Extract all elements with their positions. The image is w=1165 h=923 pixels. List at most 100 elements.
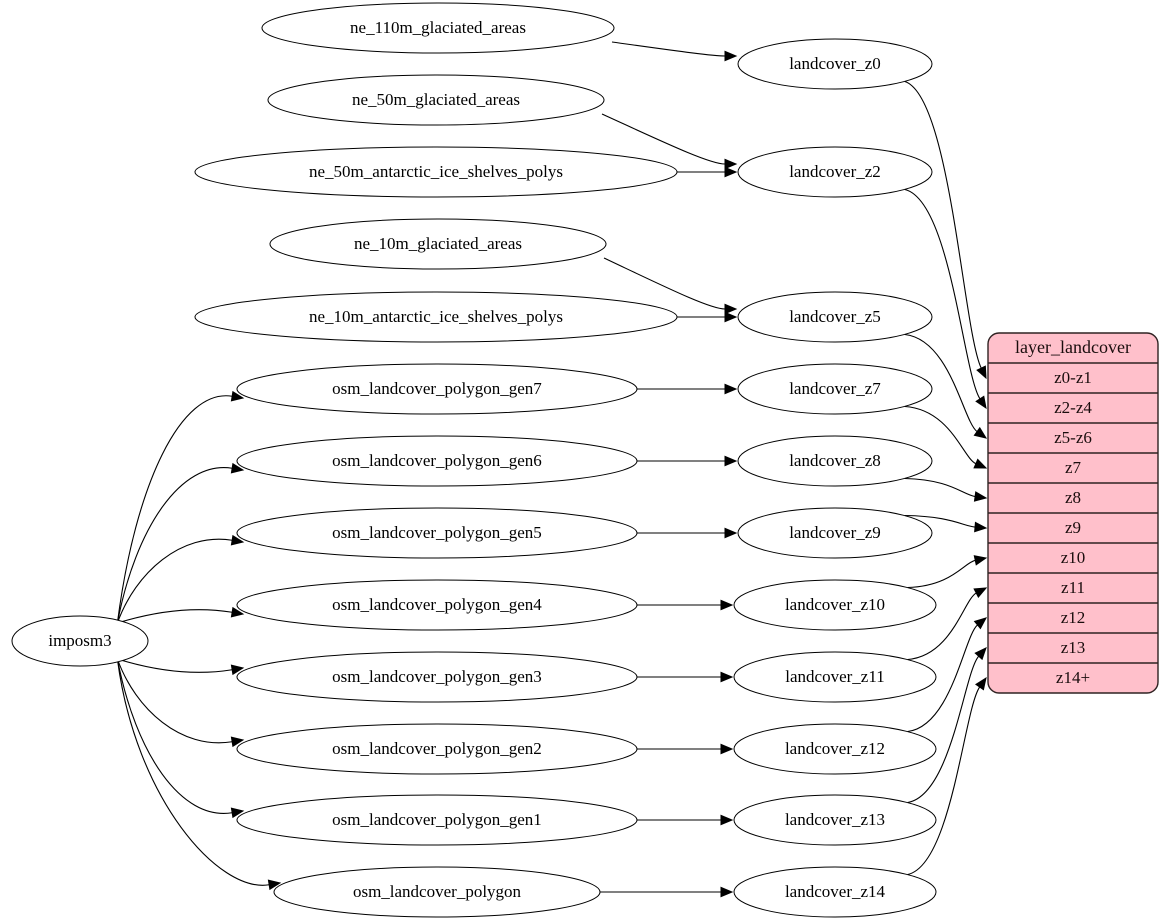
layer-table-row-label: z9 <box>1065 518 1081 537</box>
layer-table-row-label: z0-z1 <box>1054 368 1092 387</box>
arrow-head <box>720 814 734 826</box>
edge-landcover_z9-to-layer_landcover-z9 <box>904 514 988 533</box>
node-osm_landcover_polygon_gen6[interactable]: osm_landcover_polygon_gen6 <box>236 435 638 487</box>
arrow-head <box>724 455 738 467</box>
node-landcover_z2[interactable]: landcover_z2 <box>737 146 933 198</box>
edge-line <box>117 658 233 673</box>
edge-imposm3-to-osm_landcover_polygon_gen2 <box>116 658 245 748</box>
arrow-head <box>724 50 738 62</box>
node-landcover_z7[interactable]: landcover_z7 <box>737 363 933 415</box>
node-osm_landcover_polygon_gen1[interactable]: osm_landcover_polygon_gen1 <box>236 794 638 846</box>
node-label: landcover_z9 <box>789 523 881 542</box>
arrow-head <box>724 158 738 170</box>
arrow-head <box>973 426 988 439</box>
arrow-head <box>230 606 245 618</box>
node-label: ne_50m_glaciated_areas <box>352 90 520 109</box>
node-osm_landcover_polygon_gen4[interactable]: osm_landcover_polygon_gen4 <box>236 579 638 631</box>
arrow-head <box>230 462 245 474</box>
node-osm_landcover_polygon_gen5[interactable]: osm_landcover_polygon_gen5 <box>236 507 638 559</box>
node-label: landcover_z2 <box>789 162 881 181</box>
layer-table-row-label: z11 <box>1061 578 1085 597</box>
arrow-head <box>230 807 245 819</box>
node-label: osm_landcover_polygon_gen7 <box>332 379 542 398</box>
edge-osm_landcover_polygon_gen4-to-landcover_z10 <box>635 599 734 611</box>
node-ne_110m_glaciated_areas[interactable]: ne_110m_glaciated_areas <box>261 2 615 54</box>
arrow-head <box>230 664 245 676</box>
edge-line <box>907 592 977 661</box>
edge-line <box>907 655 980 804</box>
node-osm_landcover_polygon_gen2[interactable]: osm_landcover_polygon_gen2 <box>236 723 638 775</box>
layer-table-row-label: z13 <box>1061 638 1086 657</box>
node-ne_10m_antarctic_ice_shelves_polys[interactable]: ne_10m_antarctic_ice_shelves_polys <box>194 291 678 343</box>
node-label: landcover_z5 <box>789 307 881 326</box>
edge-line <box>904 514 976 528</box>
edge-landcover_z7-to-layer_landcover-z7 <box>904 405 988 469</box>
layer-table-row-label: z2-z4 <box>1054 398 1092 417</box>
edge-line <box>904 405 977 465</box>
arrow-head <box>973 555 988 566</box>
layer-table-row-label: z10 <box>1061 548 1086 567</box>
layer-table-row-label: z5-z6 <box>1054 428 1092 447</box>
arrow-head <box>974 647 987 661</box>
arrow-head <box>720 599 734 611</box>
edge-ne_10m_antarctic_ice_shelves_polys-to-landcover_z5 <box>675 311 738 323</box>
edge-line <box>116 658 233 814</box>
edge-ne_110m_glaciated_areas-to-landcover_z0 <box>611 41 738 62</box>
arrow-head <box>724 166 738 178</box>
node-osm_landcover_polygon[interactable]: osm_landcover_polygon <box>273 866 601 918</box>
arrow-head <box>720 886 734 898</box>
node-landcover_z5[interactable]: landcover_z5 <box>737 291 933 343</box>
node-label: osm_landcover_polygon_gen6 <box>332 451 542 470</box>
layer-table-header: layer_landcover <box>1015 337 1131 357</box>
edge-osm_landcover_polygon_gen6-to-landcover_z8 <box>635 455 738 467</box>
node-label: ne_110m_glaciated_areas <box>350 18 526 37</box>
edge-ne_10m_glaciated_areas-to-landcover_z5 <box>603 257 738 315</box>
node-osm_landcover_polygon_gen7[interactable]: osm_landcover_polygon_gen7 <box>236 363 638 415</box>
edge-landcover_z5-to-layer_landcover-z5-z6 <box>904 333 988 439</box>
arrow-head <box>975 395 987 410</box>
node-landcover_z9[interactable]: landcover_z9 <box>737 507 933 559</box>
node-label: ne_10m_glaciated_areas <box>354 234 522 253</box>
edge-osm_landcover_polygon-to-landcover_z14 <box>597 886 734 898</box>
node-landcover_z11[interactable]: landcover_z11 <box>733 651 937 703</box>
edge-line <box>611 41 726 57</box>
node-ne_50m_antarctic_ice_shelves_polys[interactable]: ne_50m_antarctic_ice_shelves_polys <box>194 146 678 198</box>
node-label: osm_landcover_polygon_gen5 <box>332 523 542 542</box>
node-ne_50m_glaciated_areas[interactable]: ne_50m_glaciated_areas <box>267 74 605 126</box>
edge-line <box>116 467 233 624</box>
arrow-head <box>976 365 987 380</box>
node-landcover_z0[interactable]: landcover_z0 <box>737 38 933 90</box>
edge-line <box>907 686 981 876</box>
edges-layer <box>116 41 988 898</box>
edge-line <box>117 609 233 624</box>
edge-line <box>116 395 233 624</box>
node-landcover_z13[interactable]: landcover_z13 <box>733 794 937 846</box>
edge-line <box>904 333 978 433</box>
arrow-head <box>974 521 988 533</box>
edge-line <box>907 559 976 589</box>
edge-landcover_z8-to-layer_landcover-z8 <box>904 477 988 502</box>
edge-landcover_z14-to-layer_landcover-z14+ <box>907 676 987 876</box>
edge-line <box>904 188 981 400</box>
node-label: osm_landcover_polygon_gen3 <box>332 667 542 686</box>
node-imposm3[interactable]: imposm3 <box>11 615 149 667</box>
node-label: landcover_z0 <box>789 54 881 73</box>
edge-ne_50m_glaciated_areas-to-landcover_z2 <box>601 113 738 170</box>
arrow-head <box>267 879 282 891</box>
node-landcover_z12[interactable]: landcover_z12 <box>733 723 937 775</box>
node-osm_landcover_polygon_gen3[interactable]: osm_landcover_polygon_gen3 <box>236 651 638 703</box>
node-ne_10m_glaciated_areas[interactable]: ne_10m_glaciated_areas <box>269 218 607 270</box>
edge-imposm3-to-osm_landcover_polygon_gen4 <box>117 606 245 624</box>
node-label: landcover_z12 <box>785 739 885 758</box>
edge-imposm3-to-osm_landcover_polygon_gen3 <box>117 658 245 676</box>
edge-line <box>603 257 726 310</box>
edge-osm_landcover_polygon_gen2-to-landcover_z12 <box>634 743 734 755</box>
layer-table-row-label: z12 <box>1061 608 1086 627</box>
arrow-head <box>975 676 987 691</box>
node-landcover_z8[interactable]: landcover_z8 <box>737 435 933 487</box>
edge-line <box>116 538 233 624</box>
node-landcover_z14[interactable]: landcover_z14 <box>733 866 937 918</box>
edge-imposm3-to-osm_landcover_polygon_gen7 <box>116 390 245 624</box>
node-landcover_z10[interactable]: landcover_z10 <box>733 579 937 631</box>
layer-landcover-table: layer_landcoverz0-z1z2-z4z5-z6z7z8z9z10z… <box>987 332 1159 694</box>
